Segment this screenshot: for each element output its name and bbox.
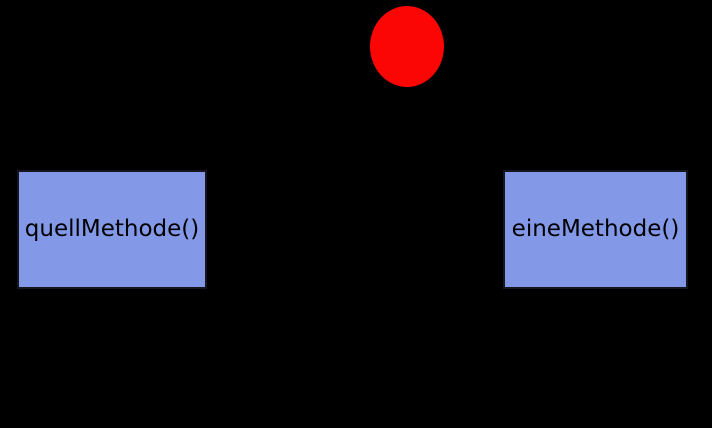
node-einemethode-label: eineMethode() [511,216,680,242]
start-node-circle [370,6,444,87]
node-quellmethode: quellMethode() [17,170,207,289]
node-einemethode: eineMethode() [503,170,688,289]
node-quellmethode-label: quellMethode() [24,216,200,242]
